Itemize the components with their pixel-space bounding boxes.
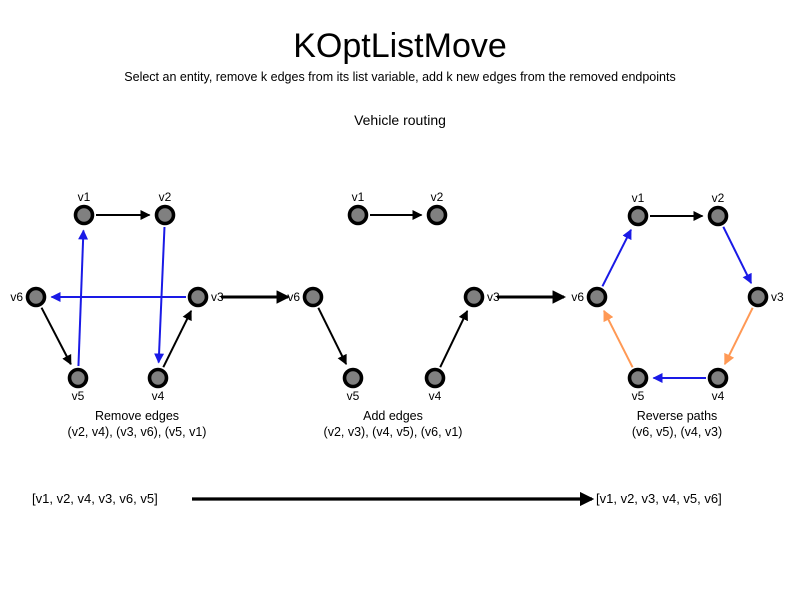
node-label-v1: v1 — [78, 190, 91, 204]
node-reverse-v4[interactable]: v4 — [707, 367, 729, 404]
node-reverse-v3[interactable]: v3 — [747, 286, 785, 308]
panel-caption-add: Add edges (v2, v3), (v4, v5), (v6, v1) — [0, 408, 793, 440]
panel-caption-detail: (v2, v3), (v4, v5), (v6, v1) — [323, 425, 463, 439]
edges-layer — [40, 210, 754, 383]
node-circle — [627, 205, 649, 227]
panel-caption-reverse: Reverse paths (v6, v5), (v4, v3) — [277, 408, 800, 440]
node-label-v5: v5 — [72, 389, 85, 403]
node-circle — [347, 204, 369, 226]
edge-reverse-v2-v3 — [722, 226, 753, 284]
page-subtitle: Select an entity, remove k edges from it… — [124, 70, 676, 84]
page-title: KOptListMove — [293, 27, 507, 65]
node-remove-v2[interactable]: v2 — [154, 190, 176, 226]
node-circle — [747, 286, 769, 308]
edge-remove-v6-v5 — [40, 307, 72, 366]
node-label-v1: v1 — [632, 191, 645, 205]
node-add-v6[interactable]: v6 — [287, 286, 324, 308]
node-circle — [67, 367, 89, 389]
node-label-v2: v2 — [712, 191, 725, 205]
node-label-v1: v1 — [352, 190, 365, 204]
panel-caption-detail: (v2, v4), (v3, v6), (v5, v1) — [67, 425, 207, 439]
node-reverse-v2[interactable]: v2 — [707, 191, 729, 227]
node-add-v1[interactable]: v1 — [347, 190, 369, 226]
node-label-v3: v3 — [211, 290, 224, 304]
panel-caption-title: Reverse paths — [636, 409, 718, 423]
panel-caption-title: Add edges — [363, 409, 423, 423]
node-label-v4: v4 — [152, 389, 165, 403]
node-circle — [424, 367, 446, 389]
panel-caption-title: Remove edges — [94, 409, 180, 423]
node-circle — [187, 286, 209, 308]
section-label: Vehicle routing — [354, 112, 446, 128]
node-add-v5[interactable]: v5 — [342, 367, 364, 404]
node-label-v5: v5 — [347, 389, 360, 403]
node-label-v6: v6 — [10, 290, 23, 304]
list-before-text: [v1, v2, v4, v3, v6, v5] — [32, 491, 158, 506]
node-label-v6: v6 — [571, 290, 584, 304]
node-label-v5: v5 — [632, 389, 645, 403]
node-circle — [147, 367, 169, 389]
node-circle — [342, 367, 364, 389]
edge-reverse-v6-v1 — [601, 228, 632, 287]
node-label-v3: v3 — [771, 290, 784, 304]
node-remove-v3[interactable]: v3 — [187, 286, 225, 308]
edge-add-v4-v3 — [439, 310, 469, 368]
node-add-v4[interactable]: v4 — [424, 367, 446, 404]
node-circle — [586, 286, 608, 308]
node-circle — [627, 367, 649, 389]
node-label-v2: v2 — [431, 190, 444, 204]
node-reverse-v1[interactable]: v1 — [627, 191, 649, 227]
edge-add-v6-v5 — [317, 307, 348, 365]
node-circle — [426, 204, 448, 226]
panel-caption-detail: (v6, v5), (v4, v3) — [631, 425, 723, 439]
node-label-v3: v3 — [487, 290, 500, 304]
node-circle — [154, 204, 176, 226]
node-label-v4: v4 — [429, 389, 442, 403]
node-label-v4: v4 — [712, 389, 725, 403]
node-remove-v4[interactable]: v4 — [147, 367, 169, 404]
node-remove-v1[interactable]: v1 — [73, 190, 95, 226]
node-add-v3[interactable]: v3 — [463, 286, 501, 308]
nodes-layer: v1 v2 v3 v4 v5 v6 v1 v2 v3 v4 v5 v6 v1 v2 v3 v4 v5 v6 — [10, 190, 784, 403]
node-circle — [707, 367, 729, 389]
panel-caption-remove: Remove edges (v2, v4), (v3, v6), (v5, v1… — [0, 408, 537, 440]
node-circle — [25, 286, 47, 308]
edge-remove-v2-v4 — [154, 226, 166, 364]
node-circle — [302, 286, 324, 308]
edge-reverse-v3-v4 — [723, 307, 754, 366]
node-reverse-v5[interactable]: v5 — [627, 367, 649, 404]
node-circle — [73, 204, 95, 226]
node-circle — [463, 286, 485, 308]
node-label-v2: v2 — [159, 190, 172, 204]
node-label-v6: v6 — [287, 290, 300, 304]
node-circle — [707, 205, 729, 227]
node-remove-v6[interactable]: v6 — [10, 286, 47, 308]
edge-remove-v4-v3 — [162, 310, 193, 368]
node-reverse-v6[interactable]: v6 — [571, 286, 608, 308]
node-remove-v5[interactable]: v5 — [67, 367, 89, 404]
node-add-v2[interactable]: v2 — [426, 190, 448, 226]
edge-reverse-v5-v6 — [603, 309, 634, 368]
edge-remove-v5-v1 — [77, 229, 89, 367]
list-after-text: [v1, v2, v3, v4, v5, v6] — [596, 491, 722, 506]
